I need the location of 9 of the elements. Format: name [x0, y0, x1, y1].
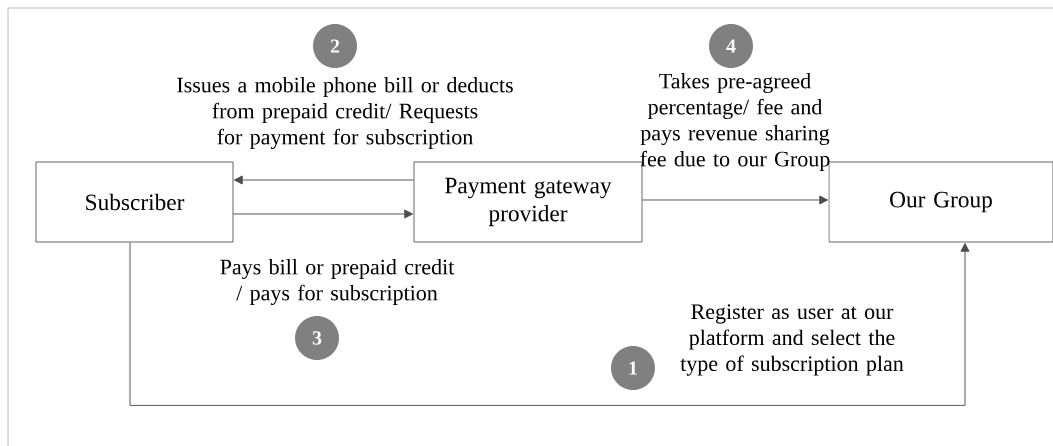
- process-box: Subscriber: [35, 161, 234, 243]
- arrow: [232, 209, 414, 219]
- edge-label: Register as user at our platform and select the type of subscription plan: [680, 304, 904, 376]
- edge-label: Takes pre-agreed percentage/ fee and pays revenue sharing fee due to our Group: [640, 73, 830, 171]
- arrow: [129, 241, 970, 406]
- edge-label: Issues a mobile phone bill or deducts from prepaid credit/ Requests for payment for subscription: [177, 77, 513, 149]
- arrow: [234, 175, 415, 185]
- arrow: [641, 195, 829, 205]
- edge-label: Pays bill or prepaid credit / pays for subscription: [220, 259, 455, 305]
